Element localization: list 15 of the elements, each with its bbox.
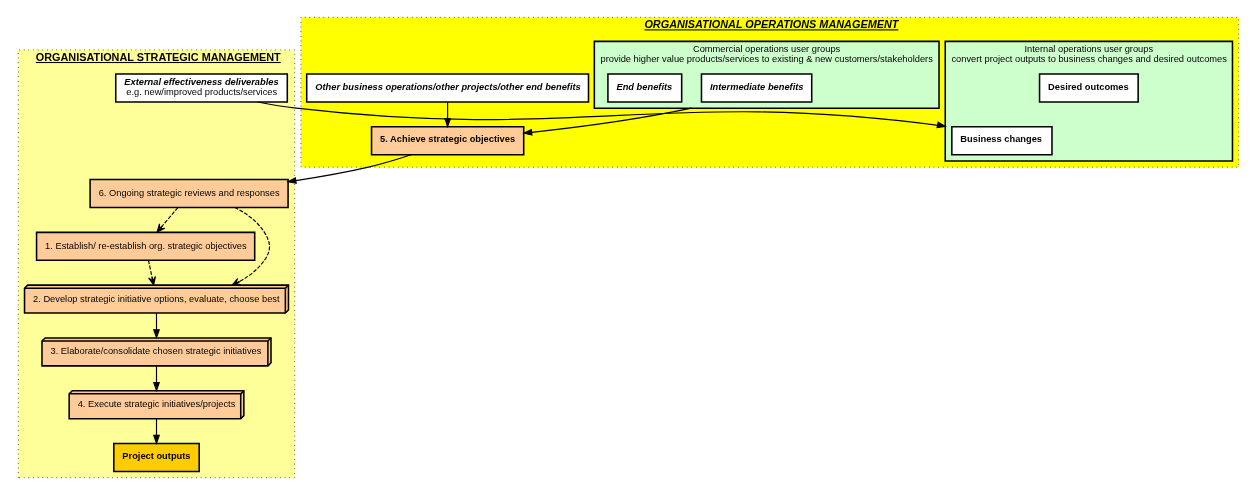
arrow [522, 107, 692, 136]
node-box: Other business operations/other projects/other end benefits [305, 73, 590, 103]
arrow [286, 154, 412, 184]
node-box: End benefits [607, 73, 683, 103]
node-box: Desired outcomes [1038, 73, 1139, 103]
arrow [156, 207, 179, 233]
node-box: 5. Achieve strategic objectives [370, 126, 525, 156]
node-box: External effectiveness deliverables e.g. new/improved products/services [114, 73, 289, 103]
node-box: Project outputs [113, 442, 200, 473]
node-box: 6. Ongoing strategic reviews and responses [89, 178, 289, 209]
arrow [231, 207, 271, 286]
node-box: Intermediate benefits [700, 73, 813, 103]
node-box: Business changes [951, 126, 1053, 156]
arrow [147, 260, 156, 286]
node-box: 1. Establish/ re-establish org. strategic objectives [35, 231, 256, 262]
